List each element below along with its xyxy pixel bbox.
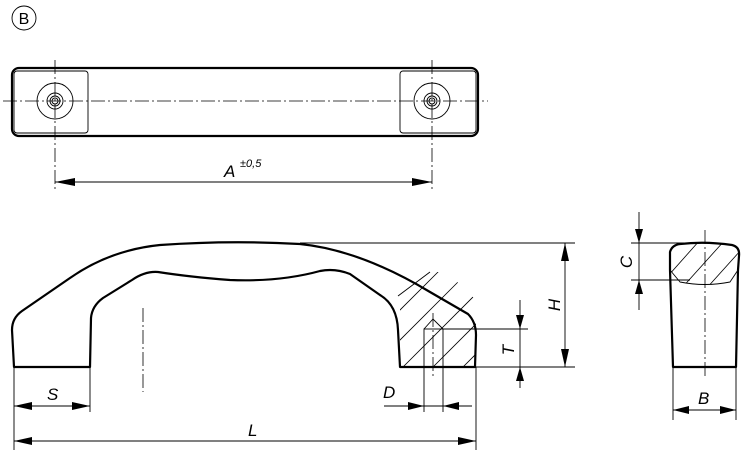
- label-A: A: [223, 162, 235, 181]
- handle-outline-end: [668, 241, 741, 369]
- variant-badge: B: [11, 5, 37, 31]
- label-S: S: [47, 385, 59, 404]
- label-T: T: [499, 343, 518, 355]
- dimension-C: C: [617, 212, 690, 310]
- dimension-H: H: [300, 242, 575, 368]
- end-section-hatch: [670, 242, 740, 285]
- label-H: H: [545, 298, 564, 311]
- threaded-insert: [423, 313, 444, 378]
- top-view: A ±0,5: [3, 60, 488, 190]
- left-hole-icon: [36, 82, 74, 120]
- label-C: C: [617, 255, 636, 268]
- handle-outline-side: [10, 241, 478, 369]
- right-mount-pad: [399, 70, 477, 134]
- end-view: C B: [617, 212, 741, 420]
- label-D: D: [383, 383, 395, 402]
- dimension-S: S: [13, 367, 91, 450]
- dimension-B: B: [672, 367, 737, 420]
- dimension-T: T: [443, 300, 528, 388]
- right-hole-icon: [413, 82, 451, 120]
- label-L: L: [248, 421, 257, 440]
- side-view: H T D S: [10, 241, 575, 450]
- dimension-L: L: [14, 367, 477, 450]
- label-B: B: [698, 389, 709, 408]
- dimension-A: A ±0,5: [55, 158, 432, 186]
- label-A-tolerance: ±0,5: [240, 158, 262, 170]
- dimension-D: D: [383, 367, 472, 412]
- handle-outline-top: [10, 66, 480, 138]
- left-mount-pad: [13, 70, 89, 134]
- section-hatch: [395, 272, 476, 367]
- variant-label: B: [19, 11, 30, 28]
